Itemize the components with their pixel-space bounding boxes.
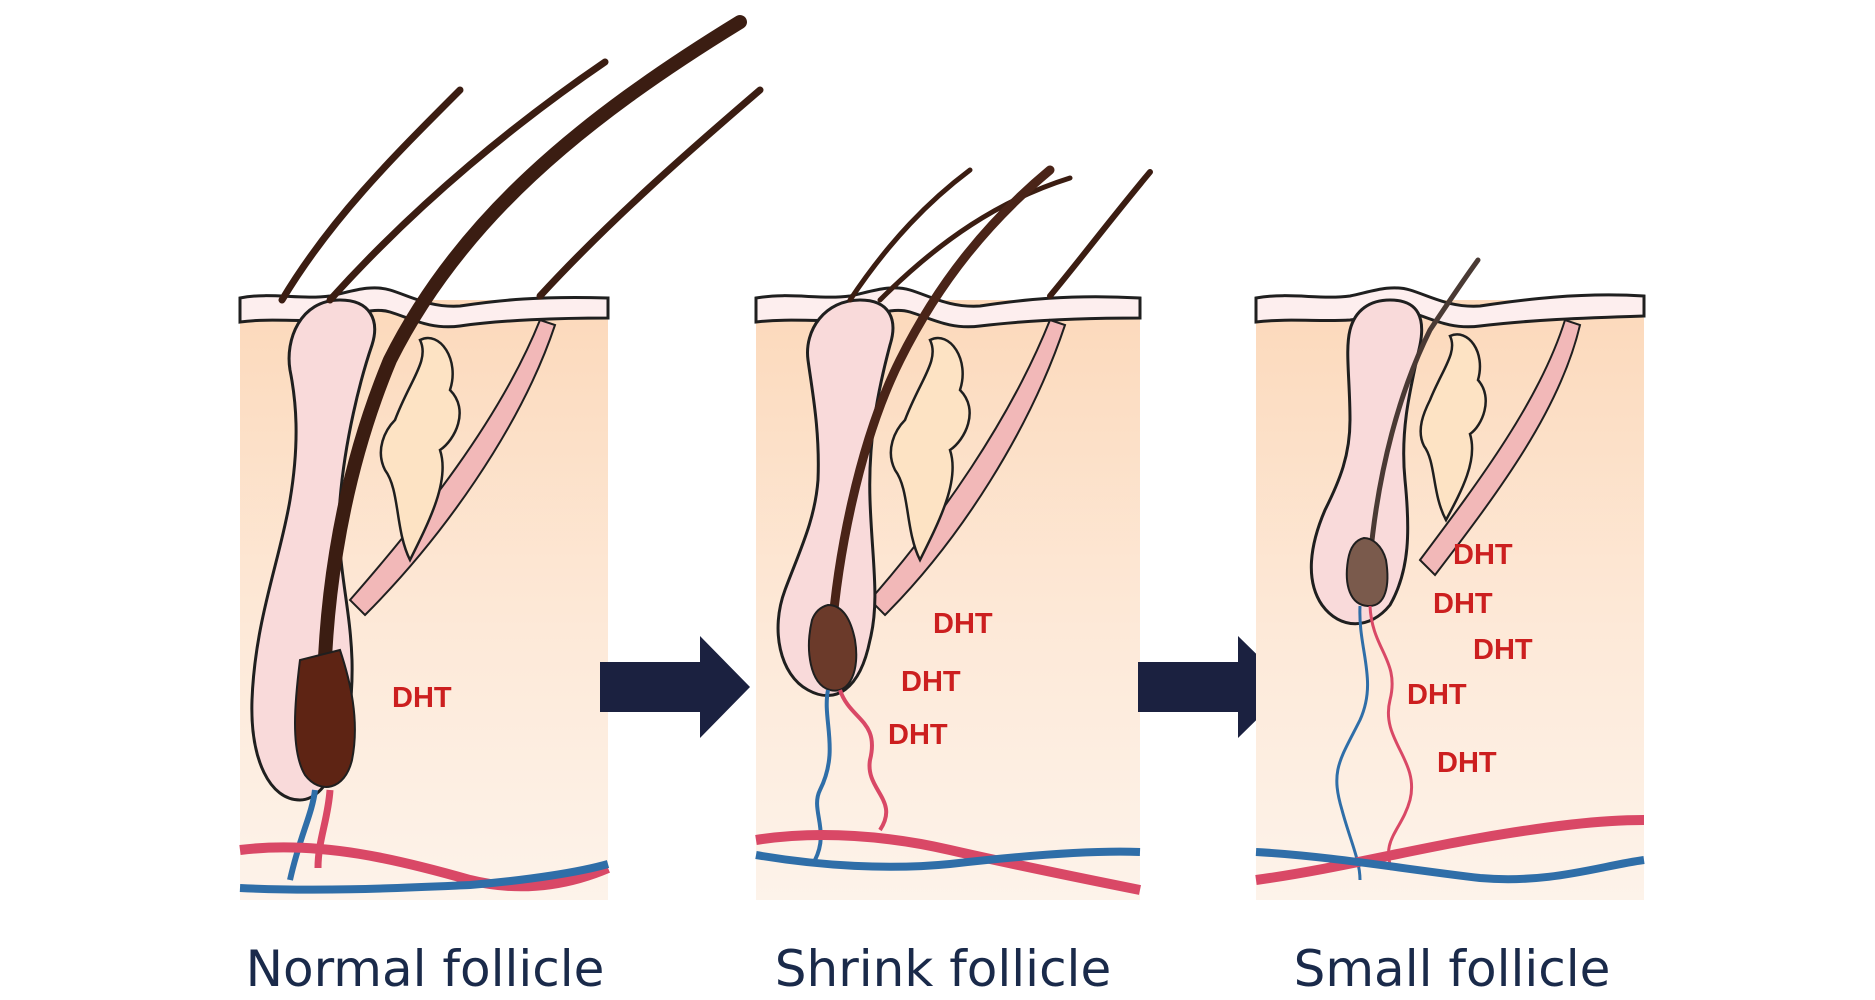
sebaceous-gland xyxy=(1419,333,1487,523)
panel-normal: DHT xyxy=(238,15,764,900)
vein xyxy=(1255,848,1645,884)
hair-strand-main xyxy=(825,165,1055,665)
hair-strand-2 xyxy=(877,175,1073,303)
arrow-normal-to-shrink xyxy=(600,636,750,738)
caption-small-follicle: Small follicle xyxy=(1293,940,1611,998)
vein xyxy=(239,860,610,894)
vein-branch xyxy=(287,789,318,881)
caption-shrink-follicle: Shrink follicle xyxy=(774,940,1112,998)
follicle-sheath xyxy=(1309,298,1424,626)
sebaceous-gland xyxy=(889,336,971,563)
hair-strand-main xyxy=(1367,257,1481,563)
arrow-shrink-to-small xyxy=(1138,636,1290,738)
artery xyxy=(1255,815,1645,885)
dht-label: DHT xyxy=(392,682,452,714)
hair-strand-1 xyxy=(278,86,464,304)
arrector-muscle xyxy=(1418,318,1582,577)
dht-label: DHT xyxy=(1473,634,1533,666)
artery-branch xyxy=(1368,605,1414,871)
dht-label: DHT xyxy=(1433,588,1493,620)
hair-bulb xyxy=(294,648,356,788)
sebaceous-gland xyxy=(379,336,461,563)
hair-strand-3 xyxy=(1047,169,1153,299)
panel-shrink: DHT DHT DHT xyxy=(754,165,1153,900)
dht-label: DHT xyxy=(1437,747,1497,779)
vein xyxy=(755,847,1141,871)
hair-strand-1 xyxy=(847,167,973,303)
vein-branch xyxy=(1335,605,1370,881)
dht-label: DHT xyxy=(933,608,993,640)
panel-small: DHT DHT DHT DHT DHT xyxy=(1254,257,1646,900)
hair-bulb xyxy=(1345,536,1389,608)
artery-branch xyxy=(314,789,334,869)
hair-strand-main xyxy=(316,15,747,767)
artery xyxy=(755,830,1141,895)
dht-label: DHT xyxy=(1407,679,1467,711)
hair-strand-2 xyxy=(326,58,609,304)
artery xyxy=(239,842,610,892)
hair-strand-3 xyxy=(536,86,764,300)
caption-normal-follicle: Normal follicle xyxy=(245,940,605,998)
dht-label: DHT xyxy=(1453,539,1513,571)
hair-bulb xyxy=(808,603,858,692)
dht-label: DHT xyxy=(901,666,961,698)
dht-label: DHT xyxy=(888,719,948,751)
artery-branch xyxy=(838,689,889,832)
